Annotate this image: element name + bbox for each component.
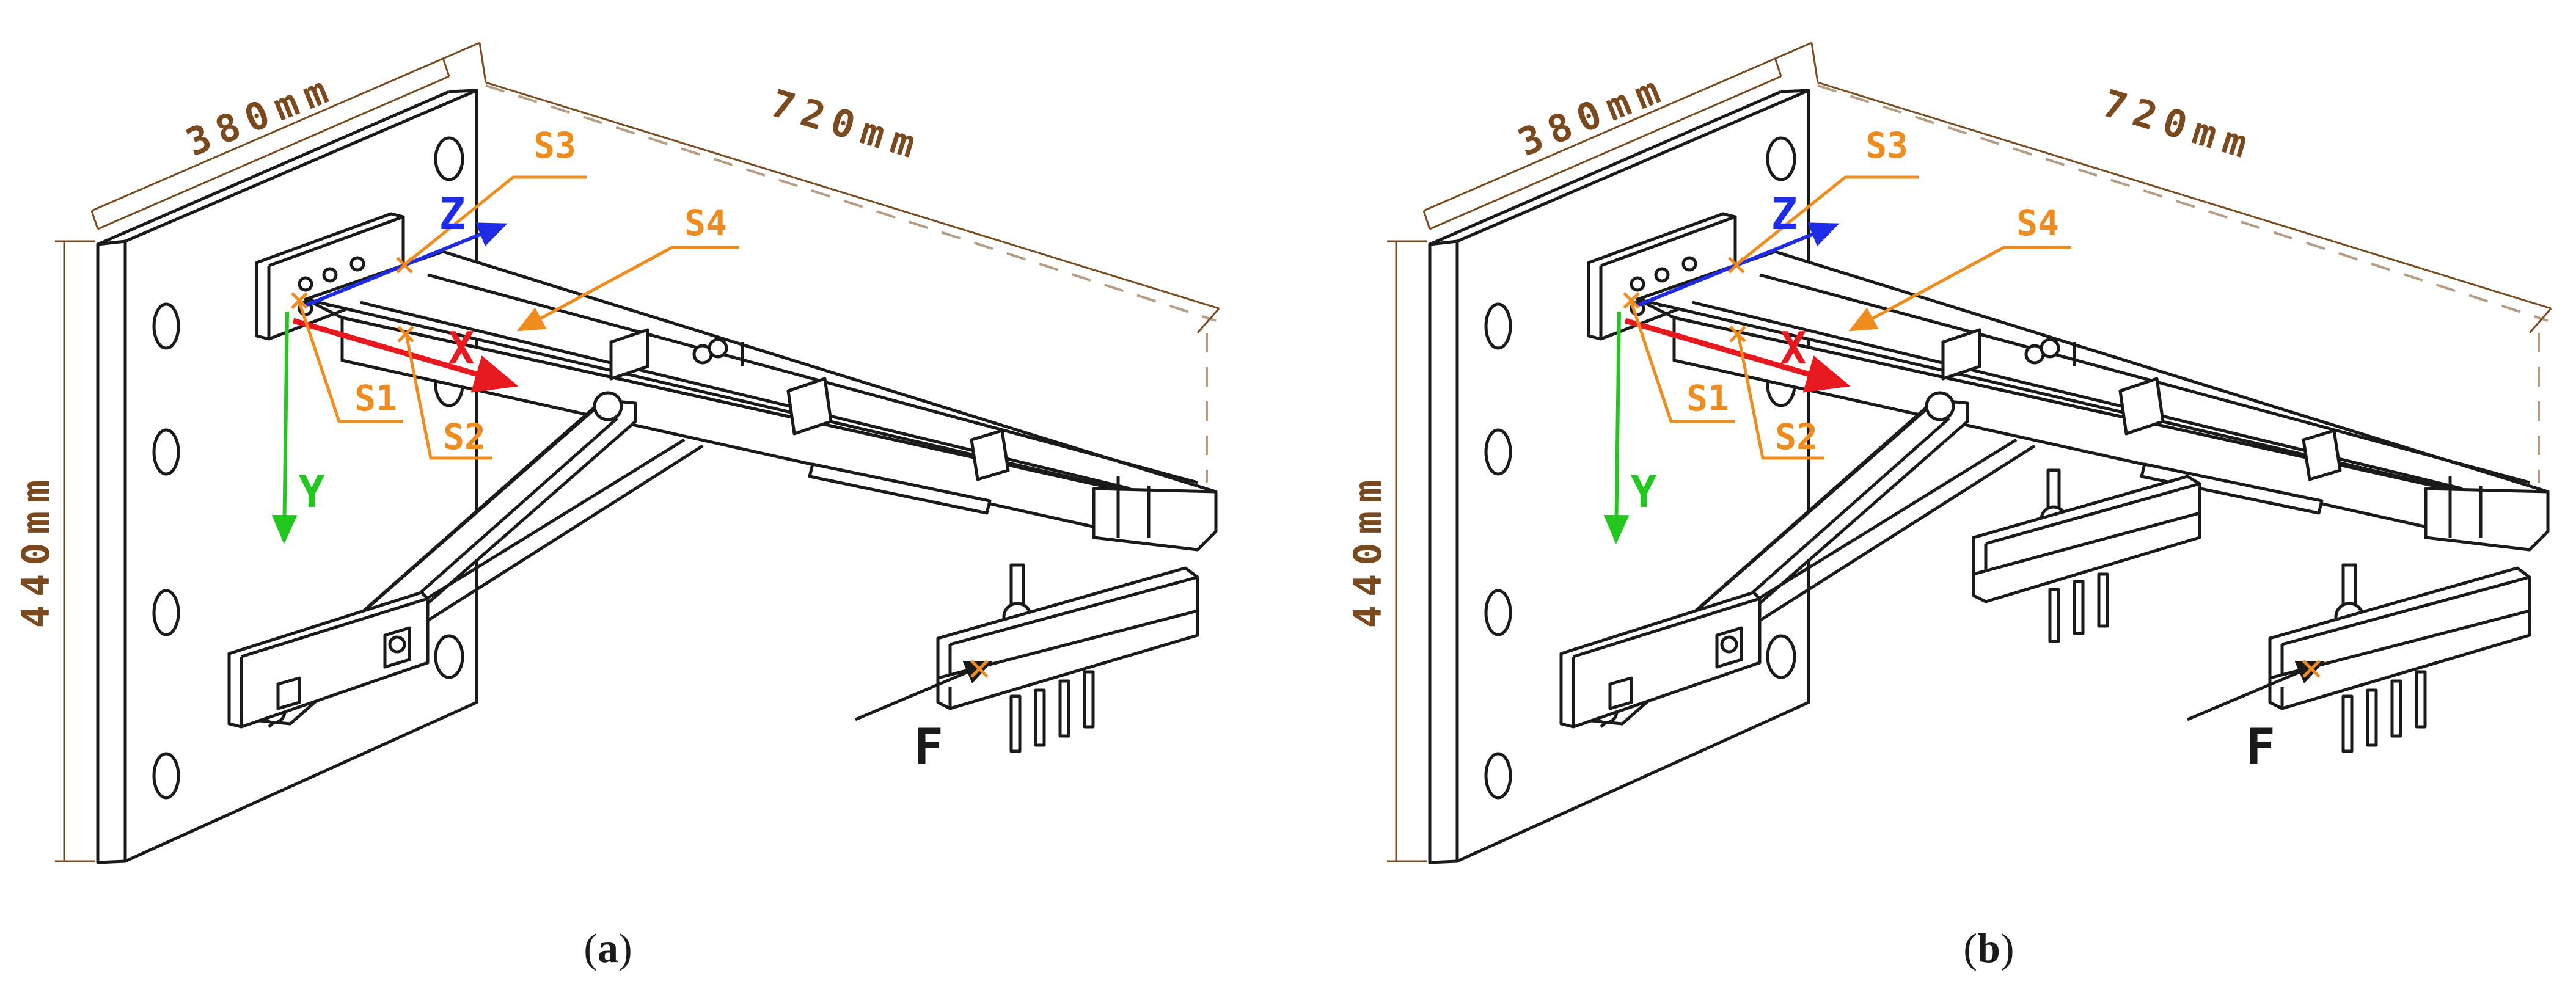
sensor-3-label: S3 [533,125,576,166]
force-label: F [2246,718,2275,775]
force-point-marker [2302,660,2321,678]
y-axis-label: Y [1630,466,1657,517]
x-axis-label: X [1780,323,1806,374]
force-label: F [914,718,943,775]
force-arrow [855,661,993,721]
dimension-length-label: 720mm [2098,81,2261,169]
z-axis-label: Z [439,188,465,239]
force-arrow [2187,661,2325,721]
second-loading-fixture [1972,468,2201,643]
force-point-marker [970,660,989,678]
y-axis-arrow [271,311,298,544]
caption-b: (b) [1963,925,2014,971]
sensor-2-label: S2 [1775,416,1818,457]
sensor-1-label: S1 [1686,377,1729,419]
panel-b: 380mm 720mm 440mm X Y Z S1 S2 S3 S4 F (b… [1345,42,2552,971]
x-axis-label: X [448,323,474,374]
dimension-height-label: 440mm [1345,472,1390,629]
dimension-length-label: 720mm [766,81,929,169]
sensor-3-label: S3 [1865,125,1908,166]
y-axis-label: Y [298,466,325,517]
caption-a: (a) [584,925,632,971]
y-axis-arrow [1603,311,1630,544]
panel-a: 380mm 720mm 440mm X Y Z S1 S2 S3 S4 F (a… [13,42,1220,971]
dimension-lines [55,42,1220,862]
sensor-4-arrow [516,246,673,332]
sensor-4-label: S4 [2016,202,2059,244]
dimension-height-label: 440mm [13,472,58,629]
sensor-2-label: S2 [443,416,486,457]
x-axis-arrow [1624,318,1851,393]
sensor-4-label: S4 [684,202,727,244]
dimension-lines [1387,42,2552,862]
x-axis-arrow [292,318,519,393]
sensor-4-arrow [1848,246,2005,332]
sensor-1-label: S1 [354,377,397,419]
z-axis-label: Z [1771,188,1797,239]
